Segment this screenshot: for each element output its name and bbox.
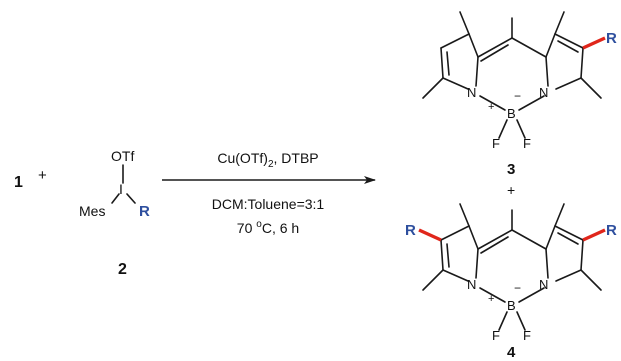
reagent-r-group: R xyxy=(139,203,150,220)
new-c-r-bond-left xyxy=(418,228,442,242)
product-4-r-group-left: R xyxy=(405,222,416,239)
conditions-line-2: DCM:Toluene=3:1 xyxy=(212,196,325,212)
compound-2-label: 2 xyxy=(118,261,127,278)
iodine-atom: I xyxy=(119,181,123,197)
conditions-line-1: Cu(OTf)2, DTBP xyxy=(217,150,318,170)
compound-4-label: 4 xyxy=(507,344,516,361)
plus-sign-left: + xyxy=(38,167,47,184)
n-atom-left: N xyxy=(467,85,476,100)
mes-group: Mes xyxy=(79,203,105,219)
product-4-r-group-right: R xyxy=(606,222,617,239)
mes-i-bond xyxy=(111,193,120,204)
f-atom-left: F xyxy=(492,136,500,151)
product-3-structure: N N B F F + − R xyxy=(422,11,617,151)
new-c-r-bond xyxy=(582,36,606,50)
i-r-bond xyxy=(126,193,136,204)
f-atom-right: F xyxy=(523,136,531,151)
negative-charge: − xyxy=(514,89,521,103)
new-c-r-bond-right xyxy=(582,228,606,242)
boron-atom: B xyxy=(507,106,516,121)
boron-atom: B xyxy=(507,298,516,313)
f-atom-right: F xyxy=(523,328,531,343)
plus-sign-products: + xyxy=(507,182,515,198)
positive-charge: + xyxy=(488,101,494,113)
product-3-r-group: R xyxy=(606,30,617,47)
conditions-line-3: 70 oC, 6 h xyxy=(237,219,299,236)
positive-charge: + xyxy=(488,293,494,305)
negative-charge: − xyxy=(514,281,521,295)
f-atom-left: F xyxy=(492,328,500,343)
compound-1-label: 1 xyxy=(14,174,23,191)
product-4-structure: N N B F F + − R R xyxy=(405,203,617,343)
hypervalent-iodine-reagent: OTf I Mes R 2 xyxy=(79,148,150,278)
otf-group: OTf xyxy=(111,148,134,164)
n-atom-right: N xyxy=(539,85,548,100)
n-atom-left: N xyxy=(467,277,476,292)
n-atom-right: N xyxy=(539,277,548,292)
compound-3-label: 3 xyxy=(507,161,515,178)
